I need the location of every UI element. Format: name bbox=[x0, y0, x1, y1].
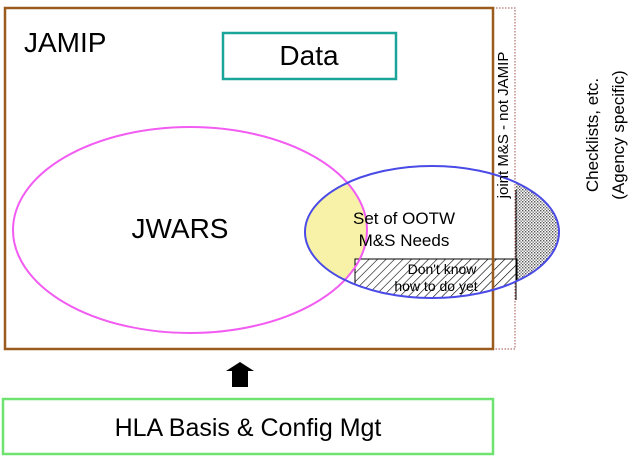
jamip-box bbox=[3, 6, 495, 351]
ootw-label-line1: Set of OOTW bbox=[353, 209, 455, 228]
ootw-label-line2: M&S Needs bbox=[359, 231, 450, 250]
joint-ms-label: joint M&S - not JAMIP bbox=[495, 52, 512, 200]
data-label: Data bbox=[279, 40, 339, 71]
checklists-region bbox=[516, 166, 559, 298]
hla-box bbox=[1, 397, 495, 456]
dont-know-label-line1: Don't know bbox=[408, 261, 478, 277]
jamip-label: JAMIP bbox=[24, 27, 106, 58]
hla-label: HLA Basis & Config Mgt bbox=[115, 414, 382, 442]
jwars-ellipse bbox=[12, 126, 368, 334]
checklists-label-line1: Checklists, etc. bbox=[583, 78, 602, 192]
dont-know-label-line2: how to do yet bbox=[394, 278, 477, 294]
up-arrow-icon bbox=[226, 362, 254, 387]
data-box bbox=[221, 31, 398, 81]
checklists-label-line2: (Agency specific) bbox=[609, 70, 628, 199]
jwars-label: JWARS bbox=[132, 213, 229, 244]
ootw-ellipse bbox=[304, 165, 560, 299]
